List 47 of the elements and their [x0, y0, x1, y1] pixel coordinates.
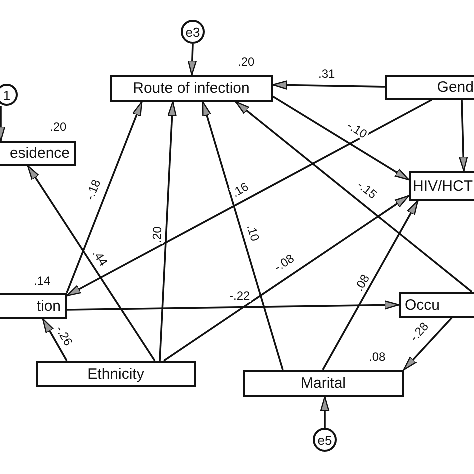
- r-squared-value: .20: [50, 120, 67, 134]
- variable-box: [409, 171, 474, 201]
- arrow: [272, 95, 410, 181]
- path-coefficient: .16: [228, 180, 251, 200]
- variable-name: e3: [186, 24, 200, 40]
- arrow: [235, 101, 473, 293]
- arrow: [272, 80, 386, 90]
- variable-name: Route of infection: [133, 80, 250, 97]
- r-squared-value: .14: [34, 274, 51, 288]
- arrow: [164, 195, 410, 362]
- variable-box: [0, 141, 76, 166]
- variable-name: HIV/HCT: [413, 178, 473, 194]
- arrow: [159, 101, 177, 362]
- error-term-circle: [181, 20, 205, 44]
- arrow: [322, 200, 419, 370]
- variable-name: esidence: [10, 145, 70, 162]
- variable-box: [385, 75, 474, 100]
- arrow: [27, 165, 156, 362]
- arrow: [66, 101, 143, 294]
- variable-box: [0, 293, 67, 319]
- variable-box: [243, 370, 404, 397]
- variable-name: Gend: [437, 79, 474, 96]
- path-coefficient: -.22: [228, 290, 252, 302]
- r-squared-value: .20: [238, 55, 255, 69]
- variable-box: [110, 75, 273, 102]
- variable-name: tion: [36, 298, 61, 314]
- arrow: [320, 396, 330, 428]
- variable-name: Ethnicity: [88, 366, 144, 382]
- error-term-circle: [0, 84, 18, 106]
- arrow: [0, 106, 6, 142]
- arrow: [459, 100, 468, 172]
- path-coefficient: .31: [318, 68, 336, 80]
- variable-name: e5: [318, 432, 332, 448]
- arrow: [188, 44, 198, 76]
- variable-name: Occu: [405, 296, 440, 314]
- arrow: [66, 300, 400, 311]
- path-coefficient: .20: [150, 225, 164, 245]
- error-term-circle: [313, 428, 337, 452]
- variable-box: [36, 361, 196, 387]
- arrow: [202, 101, 284, 370]
- variable-name: 1: [3, 88, 11, 102]
- r-squared-value: .08: [369, 350, 386, 364]
- variable-box: [399, 292, 474, 318]
- variable-name: Marital: [300, 375, 346, 392]
- arrow: [42, 318, 68, 362]
- arrow: [403, 317, 453, 371]
- arrow: [66, 99, 432, 297]
